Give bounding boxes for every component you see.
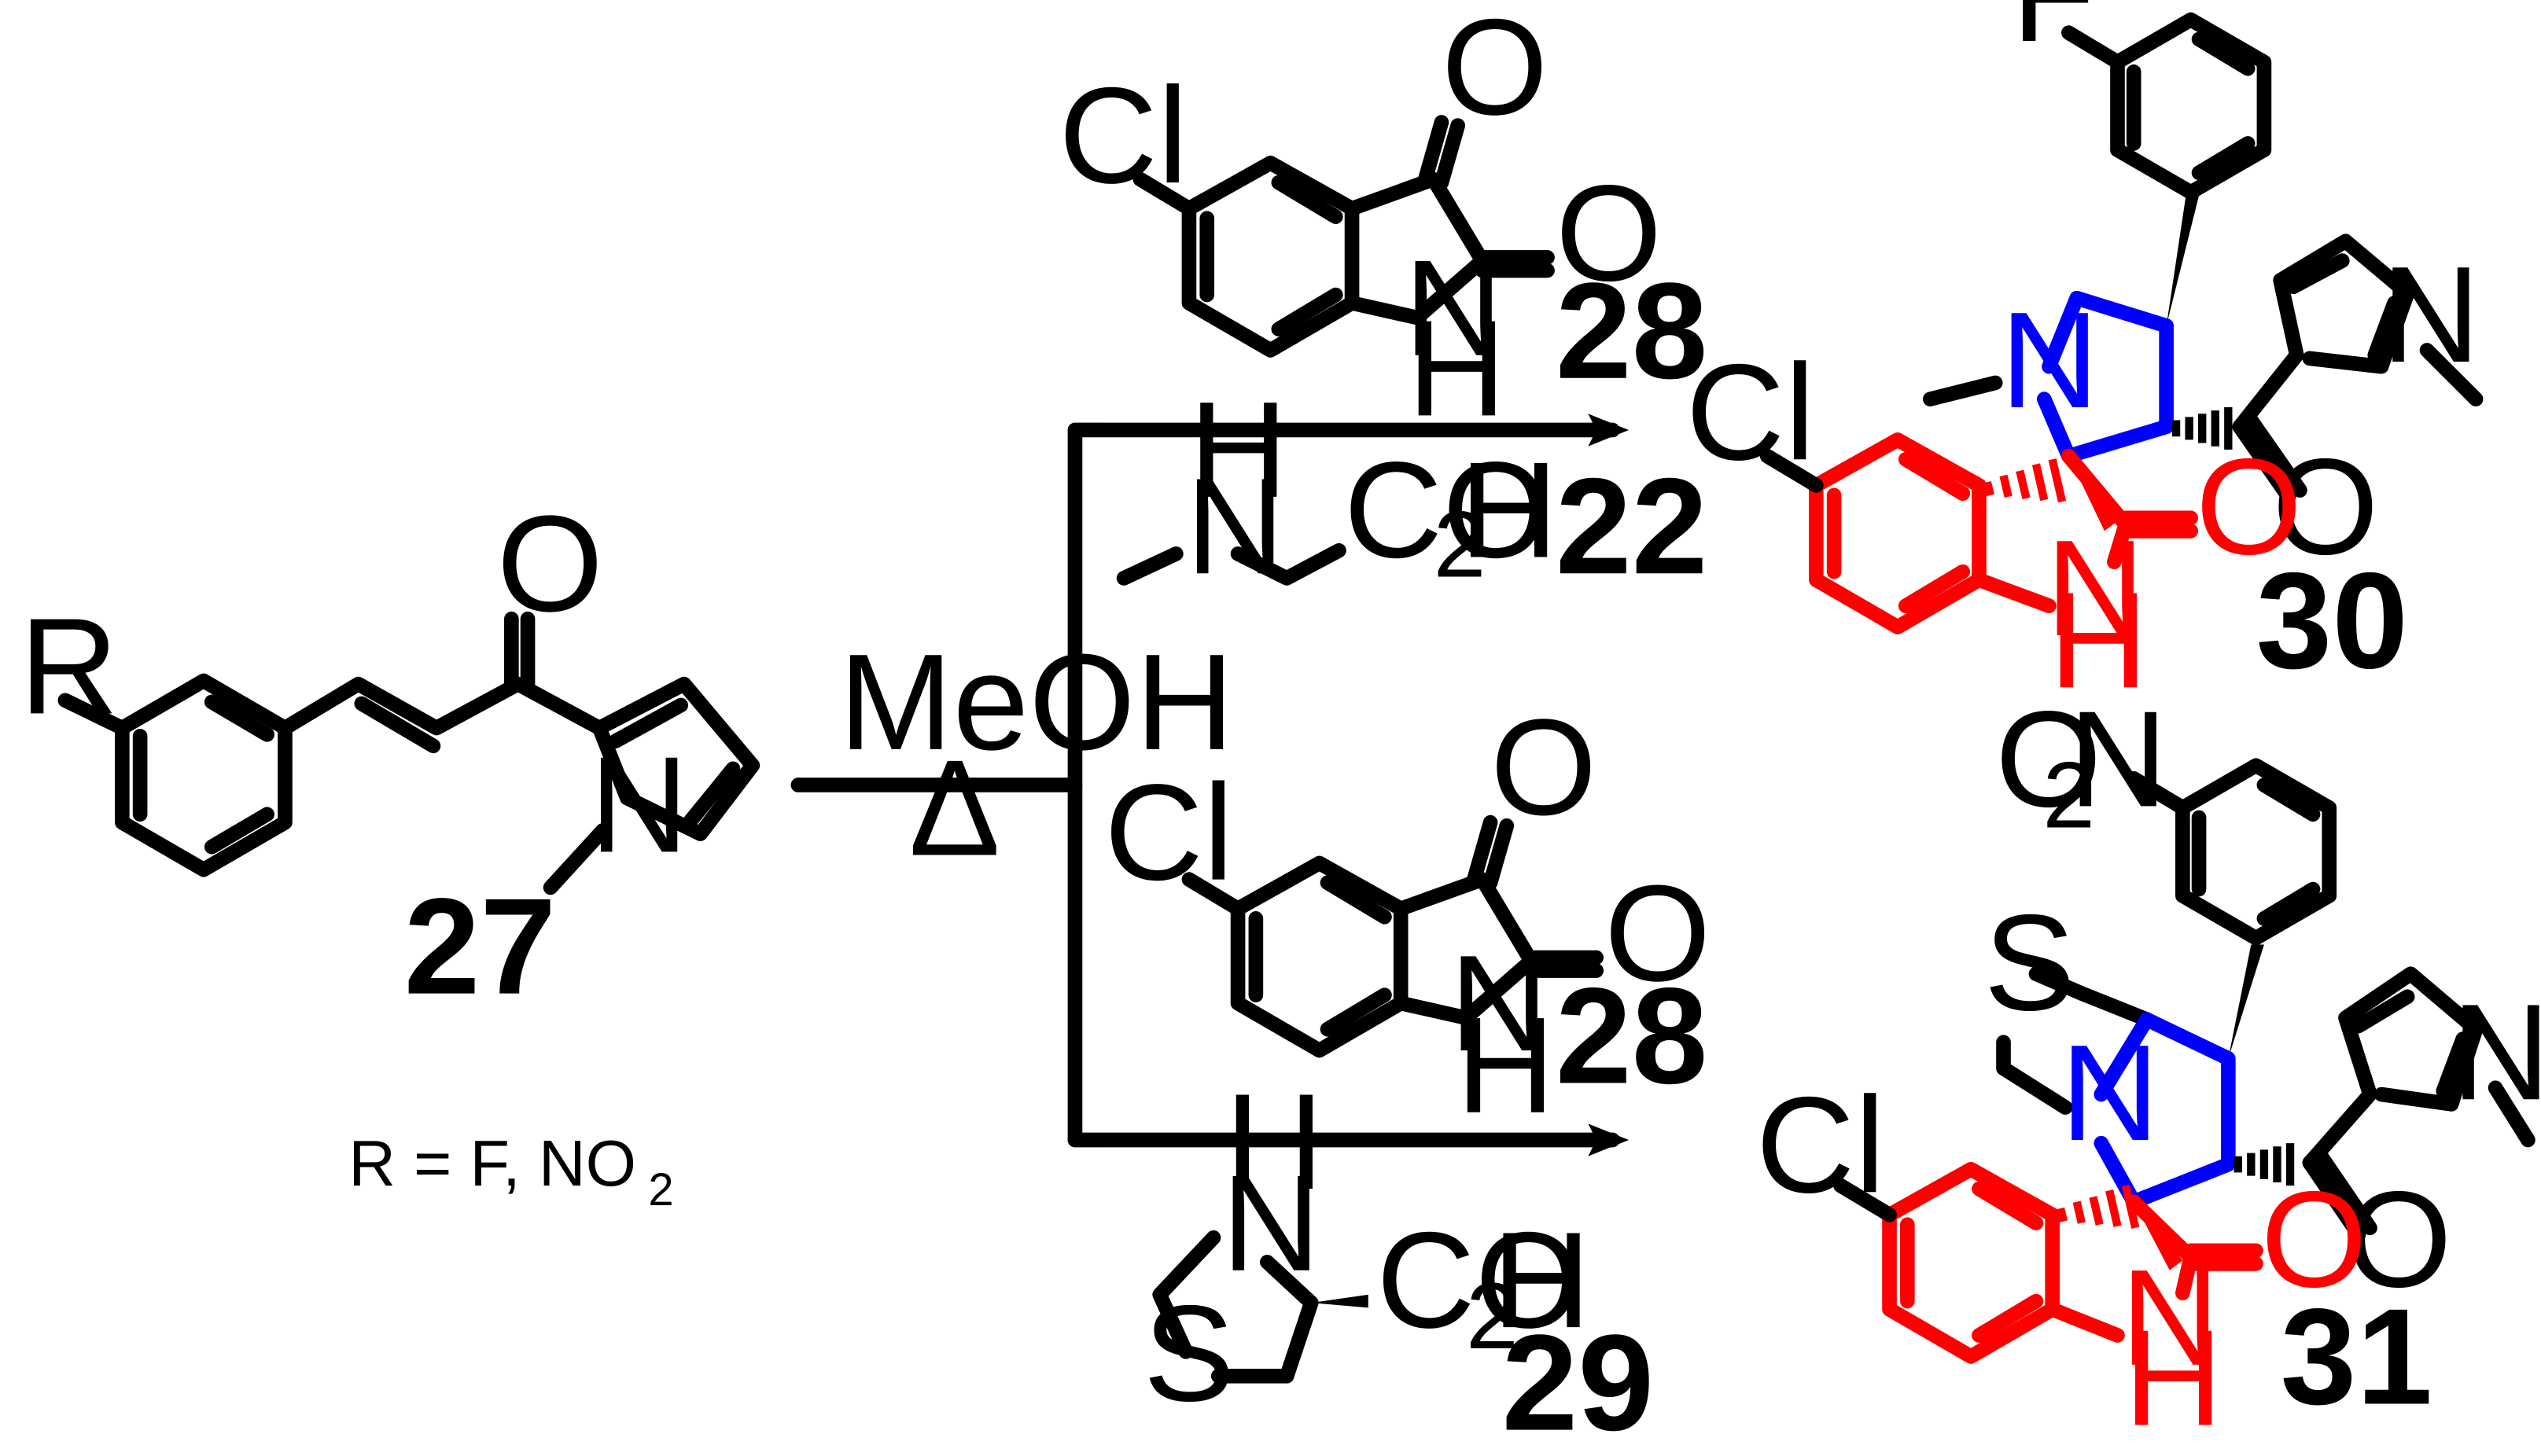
fluoro-label-30: F bbox=[2012, 0, 2095, 70]
nh-h-28-bottom: H bbox=[1456, 989, 1556, 1142]
wedge-carbonyl-31 bbox=[2134, 1201, 2183, 1270]
oxindole-n-30: N bbox=[2046, 512, 2145, 664]
compound-28-label-bottom: 28 bbox=[1556, 960, 1708, 1112]
carbonyl-o-30: O bbox=[2272, 430, 2378, 583]
oxo-o3-28-top: O bbox=[1442, 0, 1548, 143]
sarcosine-co: CO bbox=[1344, 434, 1549, 586]
reagent-29-structure: N H S CO 2 H bbox=[1143, 1065, 1591, 1429]
pyrrole-n-30: N bbox=[2381, 238, 2480, 391]
oxindole-o-31: O bbox=[2261, 1163, 2367, 1315]
pyrrole-n-31: N bbox=[2451, 976, 2541, 1128]
sarcosine-co2h-h: H bbox=[1460, 434, 1559, 586]
hash-bond-spiro-30 bbox=[1983, 458, 2067, 503]
thiazolidine-s: S bbox=[1143, 1277, 1235, 1429]
reagent-22-structure: N H CO 2 H bbox=[1116, 373, 1559, 602]
chloro-label-28-top: Cl bbox=[1059, 59, 1188, 211]
thiazolidine-s-31: S bbox=[1984, 886, 2075, 1039]
nitro-n-31: N bbox=[2068, 682, 2167, 835]
heat-symbol: Δ bbox=[909, 732, 1000, 884]
substituent-note: R = F, NO 2 bbox=[348, 1127, 673, 1215]
hash-bond-carbonyl-31 bbox=[2234, 1143, 2295, 1186]
reagent-28-top-structure: Cl O O N H bbox=[1059, 0, 1662, 444]
oxindole-h-31: H bbox=[2124, 1301, 2223, 1454]
oxindole-n-31: N bbox=[2121, 1241, 2220, 1394]
arrowhead-top bbox=[1588, 414, 1630, 447]
oxo-o2-28-top: O bbox=[1556, 156, 1662, 309]
nitro-o-31: O bbox=[1995, 682, 2101, 835]
pyrrole-n-27: N bbox=[590, 728, 689, 881]
chloro-label-30: Cl bbox=[1686, 336, 1815, 488]
oxo-o3-28-bottom: O bbox=[1490, 691, 1596, 844]
nh-n-28-top: N bbox=[1404, 232, 1503, 384]
compound-22-label: 22 bbox=[1556, 450, 1708, 602]
carbonyl-o-27: O bbox=[497, 487, 603, 640]
compound-27-label: 27 bbox=[404, 870, 557, 1023]
hash-bond-carbonyl-30 bbox=[2171, 406, 2233, 450]
substituent-note-main: R = F, NO bbox=[348, 1127, 636, 1200]
oxindole-o-30: O bbox=[2196, 430, 2302, 583]
wedge-carbonyl-30 bbox=[2068, 456, 2118, 531]
product-31-structure: O 2 N S N N O O N H Cl bbox=[1756, 682, 2541, 1454]
thiazolidine-co2-sub: 2 bbox=[1466, 1263, 1519, 1369]
arrowhead-bottom bbox=[1588, 1123, 1630, 1156]
thiazolidine-co2h-h: H bbox=[1492, 1204, 1591, 1356]
reaction-arrows bbox=[790, 414, 1630, 1156]
chloro-label-28-bottom: Cl bbox=[1104, 756, 1233, 909]
pyrrolidine-n-31: N bbox=[2060, 1017, 2160, 1169]
sarcosine-co2-sub: 2 bbox=[1434, 491, 1486, 597]
chloro-label-31: Cl bbox=[1756, 1068, 1885, 1221]
compound-28-label-top: 28 bbox=[1556, 255, 1708, 407]
oxindole-h-30: H bbox=[2049, 564, 2149, 716]
carbonyl-o-31: O bbox=[2345, 1163, 2451, 1315]
wedge-aryl-31 bbox=[2228, 944, 2264, 1059]
r-group-label: R bbox=[20, 590, 119, 742]
nh-h-28-top: H bbox=[1407, 292, 1506, 444]
sarcosine-h: H bbox=[1189, 373, 1288, 526]
sarcosine-n: N bbox=[1186, 450, 1285, 602]
pyrrolidine-n-30: N bbox=[2000, 284, 2099, 436]
compound-30-label: 30 bbox=[2256, 544, 2409, 697]
nh-n-28-bottom: N bbox=[1449, 927, 1549, 1079]
wedge-aryl-30 bbox=[2166, 195, 2200, 326]
compound-27-structure: R O N bbox=[20, 487, 760, 895]
reagent-28-bottom-structure: Cl O O N H bbox=[1104, 691, 1711, 1142]
product-30-structure: F N N O O N H Cl bbox=[1686, 0, 2484, 716]
substituent-note-sub: 2 bbox=[648, 1165, 673, 1215]
thiazolidine-co: CO bbox=[1376, 1204, 1582, 1356]
thiazolidine-h: H bbox=[1225, 1065, 1324, 1218]
thiazolidine-n: N bbox=[1221, 1147, 1320, 1300]
solvent-label: MeOH bbox=[839, 626, 1235, 778]
compound-29-label: 29 bbox=[1502, 1307, 1655, 1456]
oxo-o2-28-bottom: O bbox=[1604, 857, 1711, 1009]
compound-31-label: 31 bbox=[2281, 1281, 2433, 1433]
wedge-bond-29 bbox=[1311, 1294, 1368, 1308]
hash-bond-spiro-31 bbox=[2056, 1184, 2140, 1230]
nitro-sub-31: 2 bbox=[2042, 742, 2095, 847]
